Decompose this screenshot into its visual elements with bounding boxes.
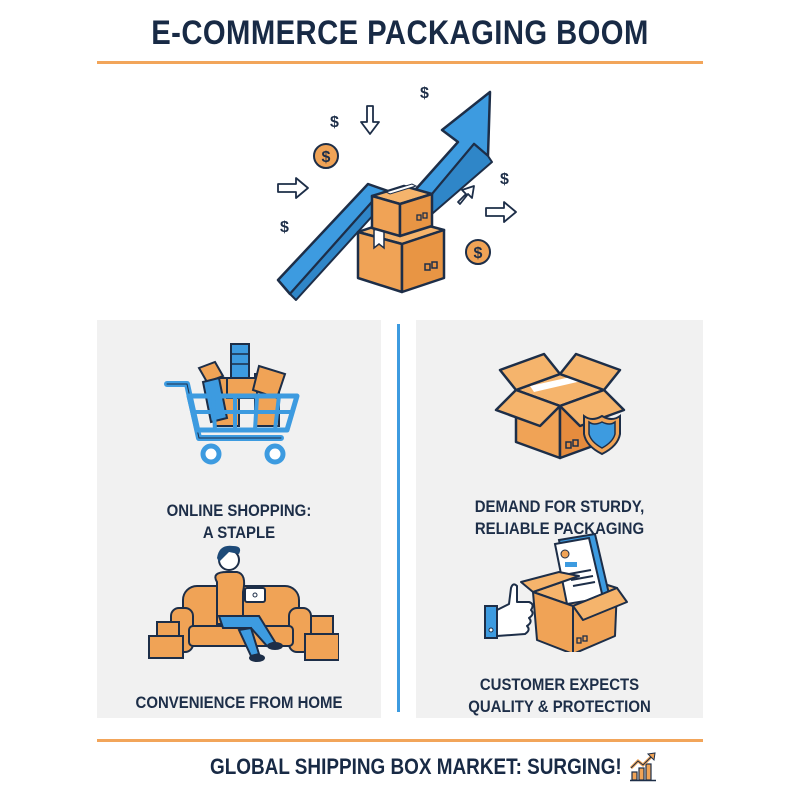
arrow-down-icon bbox=[360, 105, 380, 135]
growth-chart-icon bbox=[630, 752, 657, 782]
card-customer-expects: CUSTOMER EXPECTS QUALITY & PROTECTION bbox=[416, 532, 703, 718]
thumbs-up-box-document-icon bbox=[483, 532, 628, 652]
caption-sturdy-line1: DEMAND FOR STURDY, bbox=[474, 497, 645, 516]
title-underline bbox=[97, 61, 703, 64]
card-sturdy-packaging: DEMAND FOR STURDY, RELIABLE PACKAGING bbox=[416, 330, 703, 540]
caption-customer-line2: QUALITY & PROTECTION bbox=[468, 697, 651, 716]
caption-online-shopping-line2: A STAPLE bbox=[202, 523, 276, 542]
svg-text:$: $ bbox=[474, 245, 483, 262]
left-panel: ONLINE SHOPPING: A STAPLE CONVENIENCE FR… bbox=[97, 320, 381, 718]
caption-online-shopping-line1: ONLINE SHOPPING: bbox=[166, 501, 312, 520]
page-title: E-COMMERCE PACKAGING BOOM bbox=[151, 14, 649, 52]
open-box-shield-icon bbox=[494, 352, 625, 460]
footer-rule bbox=[97, 739, 703, 742]
thumbs-up-icon bbox=[483, 583, 534, 639]
caption-customer-line1: CUSTOMER EXPECTS bbox=[479, 675, 640, 694]
arrow-up-right-icon bbox=[457, 185, 475, 205]
dollar-sign-icon: $ $ $ $ bbox=[280, 85, 509, 236]
svg-text:$: $ bbox=[500, 171, 509, 188]
arrow-right-icon bbox=[277, 177, 517, 223]
footer-text: GLOBAL SHIPPING BOX MARKET: SURGING! bbox=[209, 754, 622, 779]
svg-text:$: $ bbox=[420, 85, 429, 102]
svg-text:$: $ bbox=[280, 219, 289, 236]
stacked-boxes-icon bbox=[356, 183, 446, 294]
center-divider bbox=[397, 324, 400, 712]
svg-text:$: $ bbox=[322, 149, 331, 166]
card-convenience: CONVENIENCE FROM HOME bbox=[97, 542, 381, 714]
shopping-cart-icon bbox=[164, 343, 300, 465]
footer: GLOBAL SHIPPING BOX MARKET: SURGING! bbox=[0, 752, 800, 782]
svg-text:$: $ bbox=[330, 114, 339, 131]
dollar-coin-icon: $ $ bbox=[313, 143, 491, 265]
person-on-couch-icon bbox=[148, 545, 339, 662]
caption-convenience: CONVENIENCE FROM HOME bbox=[135, 693, 343, 712]
card-online-shopping: ONLINE SHOPPING: A STAPLE bbox=[97, 338, 381, 544]
hero-illustration: $ $ $ $ $ $ bbox=[260, 72, 540, 302]
right-panel: DEMAND FOR STURDY, RELIABLE PACKAGING bbox=[416, 320, 703, 718]
caption-sturdy-line2: RELIABLE PACKAGING bbox=[474, 519, 645, 538]
